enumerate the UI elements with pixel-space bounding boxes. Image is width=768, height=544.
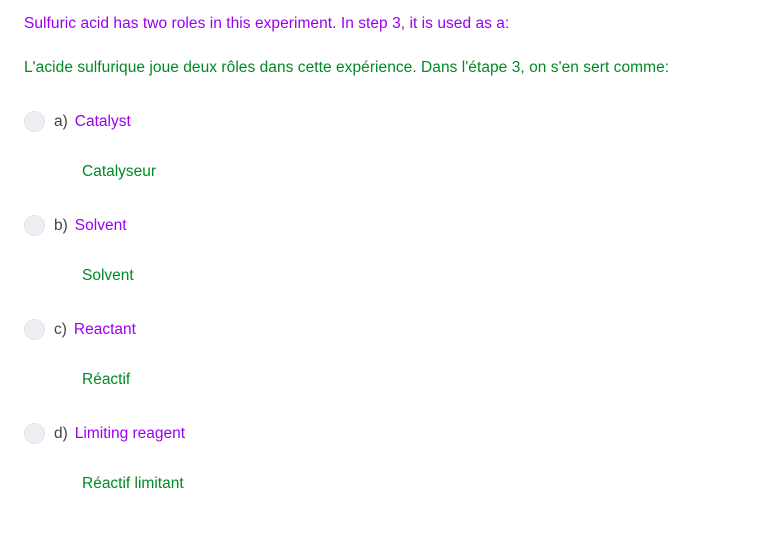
question-stem: Sulfuric acid has two roles in this expe…	[0, 0, 768, 79]
answer-options-list: a) Catalyst Catalyseur b) Solvent Solven…	[0, 108, 768, 524]
answer-option-a-row[interactable]: a) Catalyst	[24, 108, 768, 134]
answer-option-b-row[interactable]: b) Solvent	[24, 212, 768, 238]
question-stem-french: L'acide sulfurique joue deux rôles dans …	[24, 58, 670, 76]
answer-option-a-label-english: Catalyst	[74, 112, 131, 130]
answer-option-a-letter: a)	[54, 112, 68, 130]
answer-option-c-label-french: Réactif	[82, 371, 131, 389]
answer-option-b-label-english: Solvent	[74, 216, 127, 234]
answer-option-d-row[interactable]: d) Limiting reagent	[24, 420, 768, 446]
answer-option-d-letter: d)	[54, 424, 68, 442]
answer-option-c-letter: c)	[54, 320, 67, 338]
answer-option-b[interactable]: b) Solvent Solvent	[0, 212, 768, 316]
answer-option-d[interactable]: d) Limiting reagent Réactif limitant	[0, 420, 768, 524]
answer-option-c[interactable]: c) Reactant Réactif	[0, 316, 768, 420]
answer-option-a[interactable]: a) Catalyst Catalyseur	[0, 108, 768, 212]
answer-option-c-label-english: Reactant	[73, 320, 136, 338]
radio-button-d-icon[interactable]	[24, 422, 45, 444]
answer-option-d-label-english: Limiting reagent	[74, 424, 186, 442]
answer-option-a-label-french: Catalyseur	[82, 163, 157, 181]
answer-option-c-row[interactable]: c) Reactant	[24, 316, 768, 342]
radio-button-b-icon[interactable]	[24, 214, 45, 236]
answer-option-d-label-french: Réactif limitant	[82, 475, 184, 493]
answer-option-b-label-french: Solvent	[82, 267, 134, 285]
question-stem-english: Sulfuric acid has two roles in this expe…	[24, 15, 510, 32]
radio-button-a-icon[interactable]	[24, 110, 45, 132]
answer-option-b-letter: b)	[54, 216, 68, 234]
radio-button-c-icon[interactable]	[24, 318, 45, 340]
